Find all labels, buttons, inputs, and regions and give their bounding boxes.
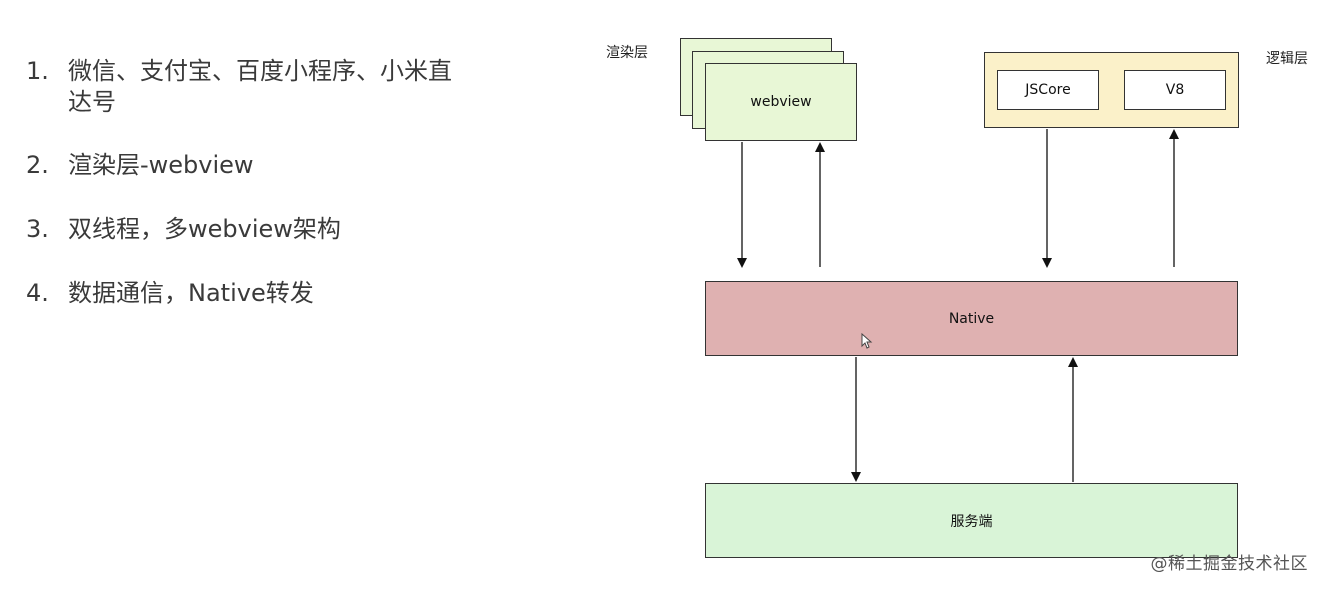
list-text: 渲染层-webview bbox=[68, 151, 254, 179]
list-item: 1. 微信、支付宝、百度小程序、小米直达号 bbox=[26, 56, 468, 118]
mouse-cursor-icon bbox=[861, 333, 873, 349]
list-text: 微信、支付宝、百度小程序、小米直达号 bbox=[68, 57, 452, 116]
server-label: 服务端 bbox=[950, 513, 993, 530]
list-number: 2. bbox=[26, 151, 49, 179]
list-item: 4. 数据通信，Native转发 bbox=[26, 278, 468, 309]
webview-card-front: webview bbox=[705, 63, 857, 141]
v8-label: V8 bbox=[1165, 82, 1185, 98]
logic-layer-label: 逻辑层 bbox=[1266, 51, 1308, 67]
jscore-label: JSCore bbox=[1025, 82, 1071, 98]
list-text: 数据通信，Native转发 bbox=[68, 279, 314, 307]
list-number: 4. bbox=[26, 279, 49, 307]
watermark: @稀土掘金技术社区 bbox=[1150, 554, 1308, 574]
jscore-box: JSCore bbox=[997, 70, 1099, 110]
list-number: 3. bbox=[26, 215, 49, 243]
render-layer-label: 渲染层 bbox=[606, 45, 648, 61]
list-item: 2. 渲染层-webview bbox=[26, 150, 468, 181]
native-label: Native bbox=[948, 310, 995, 327]
webview-label: webview bbox=[750, 94, 812, 110]
list-number: 1. bbox=[26, 57, 49, 85]
native-box: Native bbox=[705, 281, 1238, 356]
list-text: 双线程，多webview架构 bbox=[68, 215, 341, 243]
server-box: 服务端 bbox=[705, 483, 1238, 558]
list-item: 3. 双线程，多webview架构 bbox=[26, 214, 468, 245]
v8-box: V8 bbox=[1124, 70, 1226, 110]
